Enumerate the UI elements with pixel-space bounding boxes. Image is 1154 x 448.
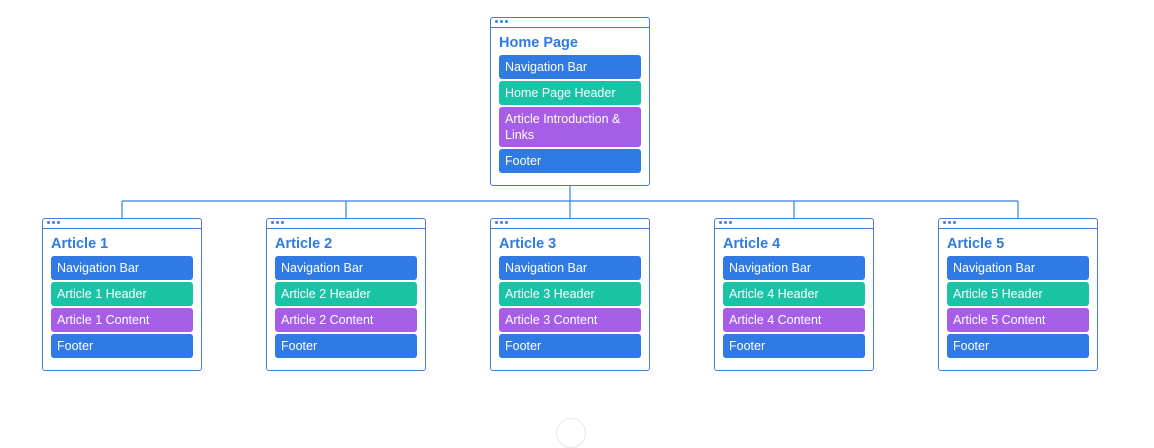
navigation-bar-section: Navigation Bar xyxy=(947,256,1089,280)
header-section: Article 1 Header xyxy=(51,282,193,306)
content-section: Article 5 Content xyxy=(947,308,1089,332)
window-dots-icon xyxy=(495,20,508,23)
page-title: Article 5 xyxy=(947,236,1005,252)
page-title: Article 3 xyxy=(499,236,557,252)
window-bar xyxy=(939,219,1097,229)
home-page-card: Home Page Navigation Bar Home Page Heade… xyxy=(490,17,650,186)
header-section: Article 3 Header xyxy=(499,282,641,306)
page-title: Article 2 xyxy=(275,236,333,252)
navigation-bar-section: Navigation Bar xyxy=(499,256,641,280)
window-dots-icon xyxy=(719,221,732,224)
footer-section: Footer xyxy=(947,334,1089,358)
header-section: Article 4 Header xyxy=(723,282,865,306)
faint-circle-decoration xyxy=(556,418,586,448)
hierarchy-connectors xyxy=(121,186,1019,218)
content-section: Article 1 Content xyxy=(51,308,193,332)
window-bar xyxy=(267,219,425,229)
navigation-bar-section: Navigation Bar xyxy=(275,256,417,280)
footer-section: Footer xyxy=(499,149,641,173)
footer-section: Footer xyxy=(723,334,865,358)
window-bar xyxy=(43,219,201,229)
window-dots-icon xyxy=(47,221,60,224)
window-dots-icon xyxy=(943,221,956,224)
footer-section: Footer xyxy=(499,334,641,358)
page-title: Home Page xyxy=(499,35,578,51)
window-bar xyxy=(491,219,649,229)
article-2-card: Article 2 Navigation Bar Article 2 Heade… xyxy=(266,218,426,371)
footer-section: Footer xyxy=(275,334,417,358)
navigation-bar-section: Navigation Bar xyxy=(51,256,193,280)
page-title: Article 4 xyxy=(723,236,781,252)
footer-section: Footer xyxy=(51,334,193,358)
article-3-card: Article 3 Navigation Bar Article 3 Heade… xyxy=(490,218,650,371)
content-section: Article 3 Content xyxy=(499,308,641,332)
article-5-card: Article 5 Navigation Bar Article 5 Heade… xyxy=(938,218,1098,371)
header-section: Home Page Header xyxy=(499,81,641,105)
article-1-card: Article 1 Navigation Bar Article 1 Heade… xyxy=(42,218,202,371)
content-section: Article Introduction & Links xyxy=(499,107,641,147)
window-dots-icon xyxy=(495,221,508,224)
window-bar xyxy=(715,219,873,229)
article-4-card: Article 4 Navigation Bar Article 4 Heade… xyxy=(714,218,874,371)
navigation-bar-section: Navigation Bar xyxy=(723,256,865,280)
content-section: Article 4 Content xyxy=(723,308,865,332)
page-title: Article 1 xyxy=(51,236,109,252)
content-section: Article 2 Content xyxy=(275,308,417,332)
navigation-bar-section: Navigation Bar xyxy=(499,55,641,79)
window-dots-icon xyxy=(271,221,284,224)
header-section: Article 2 Header xyxy=(275,282,417,306)
header-section: Article 5 Header xyxy=(947,282,1089,306)
window-bar xyxy=(491,18,649,28)
